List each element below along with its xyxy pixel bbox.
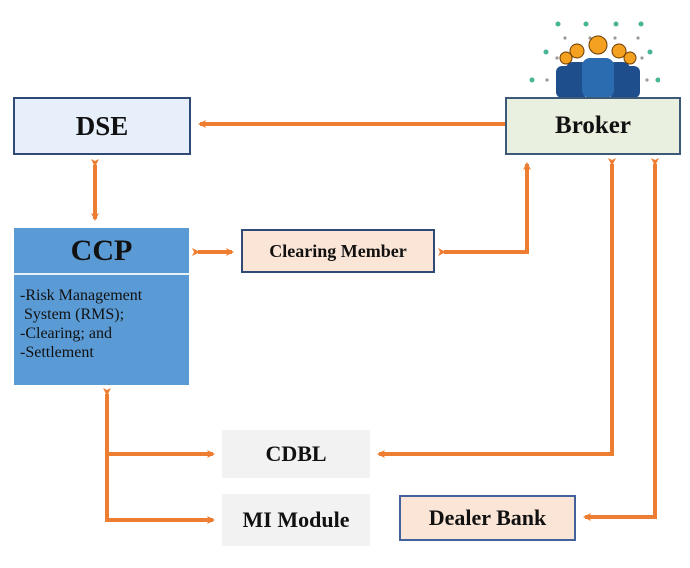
dse-node: DSE [13, 97, 191, 155]
mi-module-node: MI Module [222, 494, 370, 546]
arrow-broker-cdbl [377, 158, 616, 458]
clearing-member-label: Clearing Member [269, 240, 407, 261]
ccp-divider [14, 273, 189, 275]
ccp-function-item: -Clearing; and [20, 325, 112, 342]
dse-label: DSE [75, 110, 129, 141]
arrow-broker-dealer-bank [583, 158, 659, 521]
ccp-label: CCP [70, 233, 133, 267]
mi-module-label: MI Module [242, 507, 350, 532]
ccp-node: CCP -Risk Management System (RMS); -Clea… [14, 228, 189, 385]
dealer-bank-node: Dealer Bank [399, 495, 576, 541]
ccp-function-item: -Settlement [20, 344, 94, 361]
cdbl-label: CDBL [265, 441, 327, 466]
arrow-clearing-member-broker [438, 162, 531, 256]
arrow-ccp-cdbl [103, 388, 215, 524]
broker-label: Broker [555, 112, 631, 139]
people-group-icon [529, 21, 660, 98]
clearing-member-node: Clearing Member [241, 229, 435, 273]
dealer-bank-label: Dealer Bank [428, 505, 547, 530]
ccp-function-list: -Risk Management System (RMS); -Clearing… [20, 286, 142, 362]
ccp-function-item: System (RMS); [20, 306, 125, 323]
broker-node: Broker [505, 97, 681, 155]
ccp-function-item: -Risk Management [20, 287, 143, 304]
cdbl-node: CDBL [222, 430, 370, 478]
